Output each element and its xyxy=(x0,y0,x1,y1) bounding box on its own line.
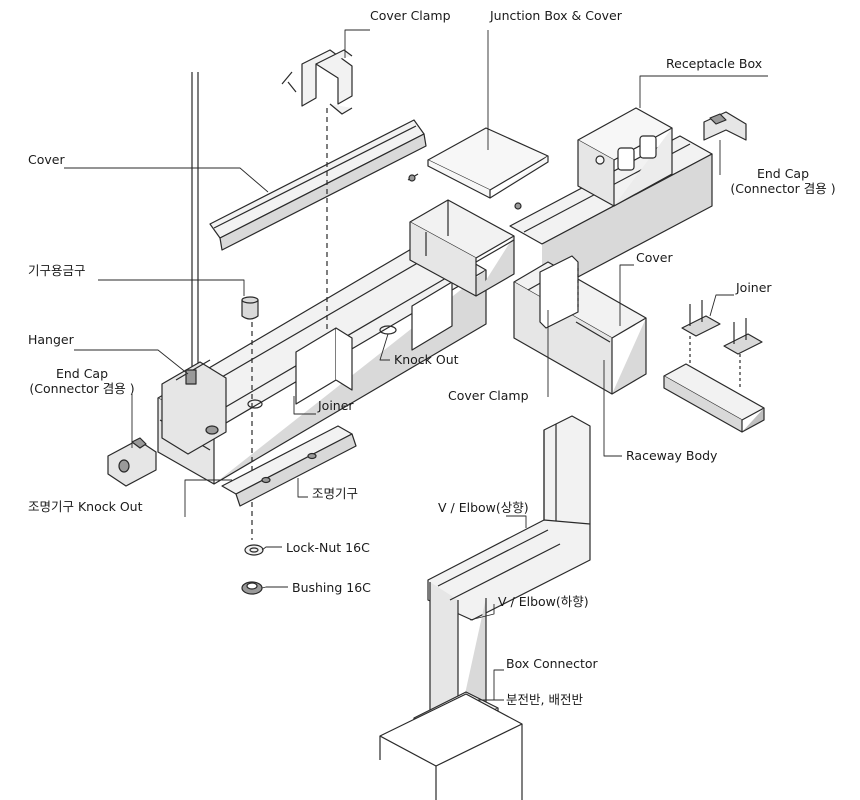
junction-box-body xyxy=(409,199,515,297)
receptacle-box xyxy=(577,107,673,207)
label-raceway-body: Raceway Body xyxy=(626,448,718,463)
label-light-fixture: 조명기구 xyxy=(312,486,359,501)
label-end-cap-left-line1: End Cap xyxy=(55,366,109,381)
label-junction-box-cover: Junction Box & Cover xyxy=(490,8,622,23)
label-knock-out: Knock Out xyxy=(394,352,459,367)
label-cover-left: Cover xyxy=(28,152,65,167)
label-bushing: Bushing 16C xyxy=(292,580,371,595)
joiner-right xyxy=(663,300,765,433)
label-v-elbow-up: V / Elbow(상향) xyxy=(438,500,529,515)
bushing xyxy=(241,581,263,595)
end-cap-left xyxy=(107,437,157,487)
label-lock-nut: Lock-Nut 16C xyxy=(286,540,370,555)
leader-lines xyxy=(64,29,768,701)
label-fixture-fitting: 기구용금구 xyxy=(28,263,86,278)
end-cap-right xyxy=(703,111,747,141)
junction-box-cover xyxy=(407,127,549,210)
label-joiner-left: Joiner xyxy=(318,398,354,413)
hanger-rod xyxy=(191,72,199,370)
label-end-cap-right: End Cap (Connector 겸용 ) xyxy=(728,166,838,196)
label-v-elbow-down: V / Elbow(하향) xyxy=(498,594,589,609)
lock-nut xyxy=(244,544,264,556)
label-cover-clamp-top: Cover Clamp xyxy=(370,8,451,23)
label-end-cap-left-line2: (Connector 겸용 ) xyxy=(29,381,135,396)
label-end-cap-right-line2: (Connector 겸용 ) xyxy=(730,181,836,196)
label-cover-right: Cover xyxy=(636,250,673,265)
label-light-knock-out: 조명기구 Knock Out xyxy=(28,499,143,514)
fixture-fitting xyxy=(241,296,259,320)
label-cover-clamp-mid: Cover Clamp xyxy=(448,388,529,403)
label-receptacle-box: Receptacle Box xyxy=(666,56,763,71)
light-fixture-rail xyxy=(221,425,357,507)
cover-clamp-top xyxy=(281,49,353,115)
label-panel: 분전반, 배전반 xyxy=(506,692,583,707)
top-cover xyxy=(209,119,427,251)
right-lower-raceway xyxy=(513,261,647,395)
label-hanger: Hanger xyxy=(28,332,74,347)
v-elbow-assembly xyxy=(427,415,591,727)
cover-clamp-mid xyxy=(539,255,579,329)
label-end-cap-right-line1: End Cap xyxy=(756,166,810,181)
label-box-connector: Box Connector xyxy=(506,656,598,671)
label-joiner-right: Joiner xyxy=(736,280,772,295)
label-end-cap-left: End Cap (Connector 겸용 ) xyxy=(24,366,140,396)
raceway-inner-joiners xyxy=(295,281,453,405)
hanger-bracket xyxy=(161,359,227,455)
distribution-panel xyxy=(379,693,523,800)
